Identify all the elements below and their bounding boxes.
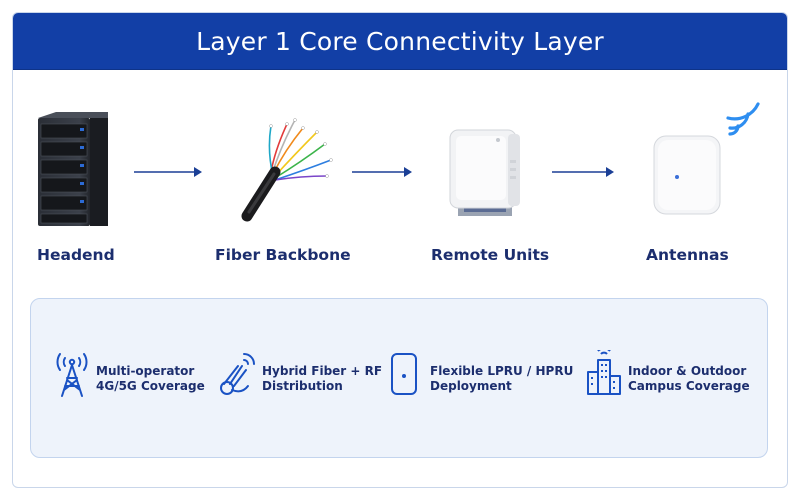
campus-buildings-icon	[587, 350, 621, 395]
feature-line: 4G/5G Coverage	[96, 379, 205, 393]
radio-unit-icon	[391, 353, 417, 395]
feature-line: Distribution	[262, 379, 343, 393]
feature-line: Indoor & Outdoor	[628, 364, 747, 378]
header-divider	[13, 69, 787, 70]
arrow-icon	[352, 167, 412, 177]
stage-label-remote-units: Remote Units	[431, 246, 550, 264]
feature-text: Multi-operator 4G/5G Coverage	[96, 364, 205, 394]
remote-unit-icon	[449, 129, 520, 216]
antenna-icon	[653, 102, 760, 215]
feature-line: Campus Coverage	[628, 379, 750, 393]
arrow-icon	[134, 167, 202, 177]
fiber-rf-icon	[220, 353, 255, 395]
features-panel	[30, 298, 768, 458]
wifi-signal-icon	[726, 102, 760, 136]
feature-text: Indoor & Outdoor Campus Coverage	[628, 364, 750, 394]
stage-label-antennas: Antennas	[646, 246, 729, 264]
cell-tower-icon	[56, 353, 88, 397]
feature-line: Deployment	[430, 379, 512, 393]
stage-fiber-backbone	[205, 90, 365, 240]
feature-text: Hybrid Fiber + RF Distribution	[262, 364, 382, 394]
feature-line: Hybrid Fiber + RF	[262, 364, 383, 378]
feature-line: Flexible LPRU / HPRU	[430, 364, 574, 378]
page-title: Layer 1 Core Connectivity Layer	[13, 13, 787, 69]
feature-text: Flexible LPRU / HPRU Deployment	[430, 364, 573, 394]
server-rack-icon	[38, 112, 108, 226]
stage-remote-units	[408, 90, 568, 240]
stage-headend	[10, 90, 170, 240]
stage-antennas	[610, 90, 770, 240]
stage-label-headend: Headend	[37, 246, 115, 264]
arrow-icon	[552, 167, 614, 177]
feature-line: Multi-operator	[96, 364, 195, 378]
stage-label-fiber-backbone: Fiber Backbone	[215, 246, 351, 264]
fiber-cable-icon	[241, 118, 333, 222]
